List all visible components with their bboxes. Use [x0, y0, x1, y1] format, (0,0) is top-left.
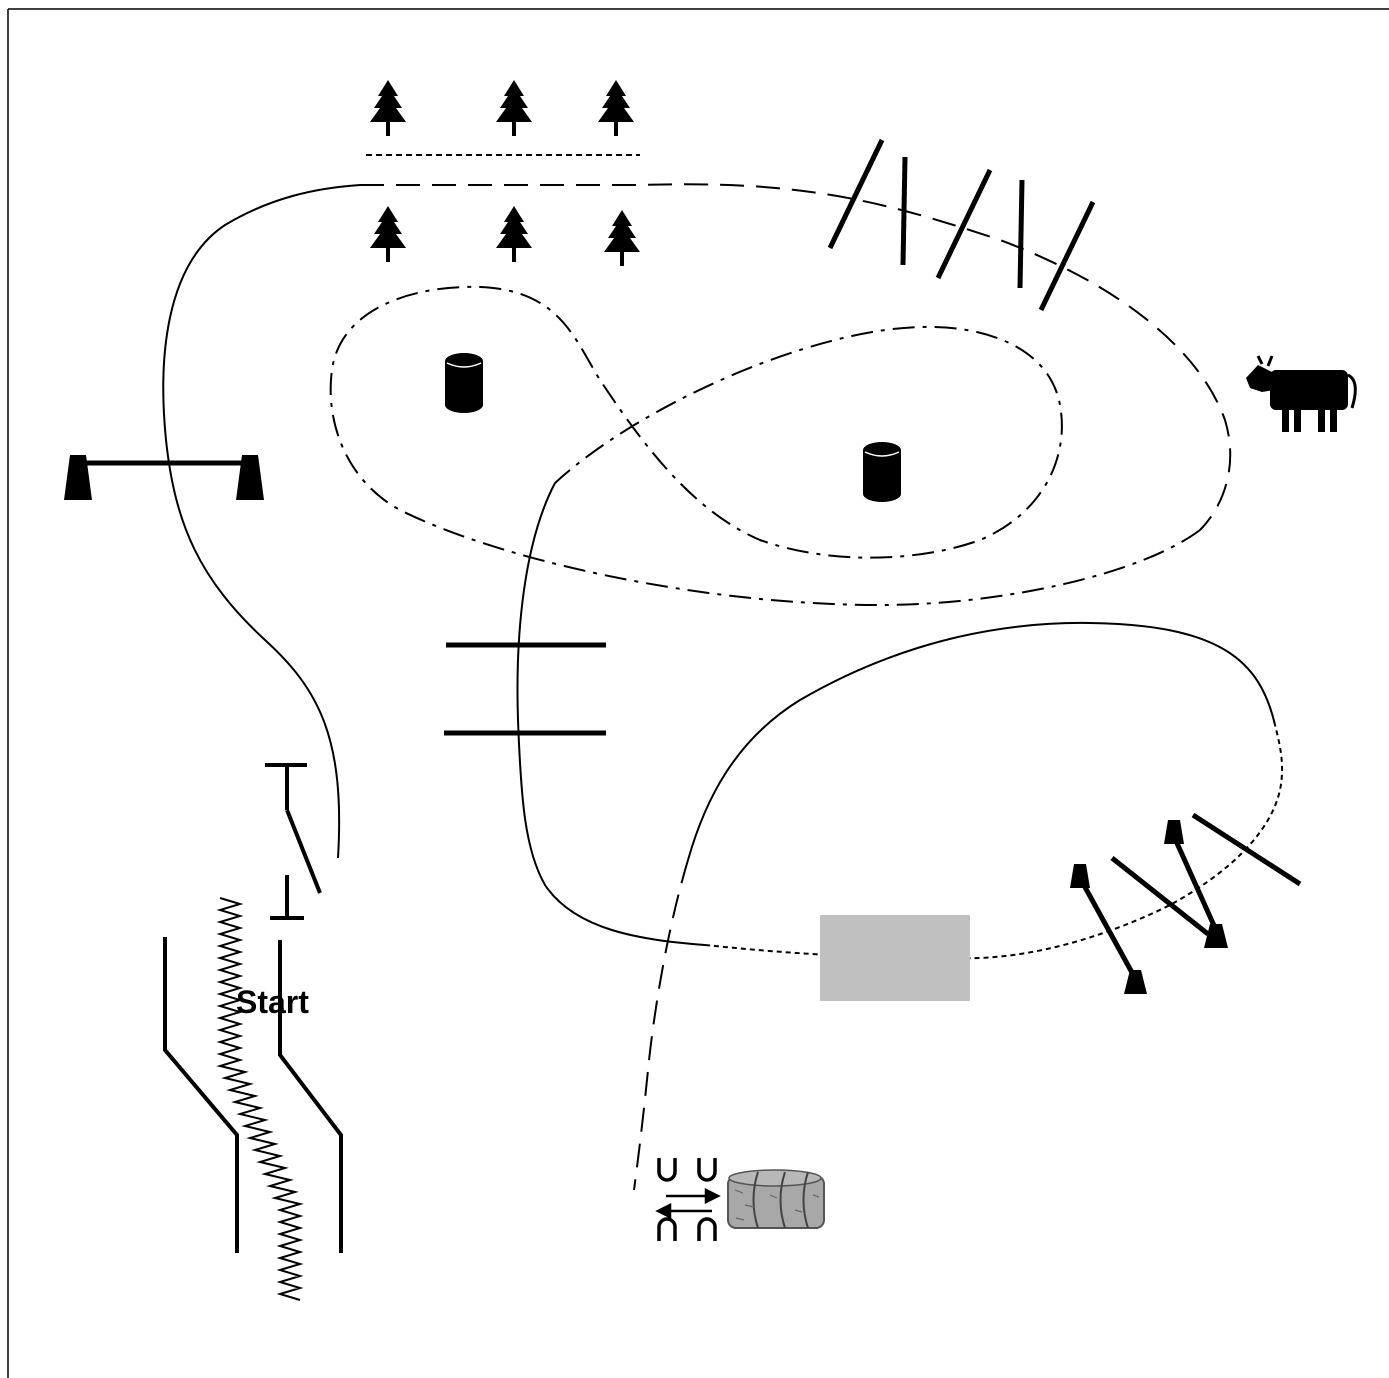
start-label: Start	[236, 984, 309, 1020]
tree-icon	[496, 206, 532, 262]
path-walk-poles-segment	[516, 482, 706, 946]
post-icon	[236, 455, 264, 500]
tree-icon	[370, 206, 406, 262]
chute-zigzag-path	[216, 897, 304, 1301]
post-icon	[64, 455, 92, 500]
horseshoe-icon	[657, 1217, 677, 1243]
path-finish-segment	[633, 859, 689, 1191]
barrels	[444, 352, 902, 503]
path-lope-loop	[329, 285, 1201, 607]
chute-left-rail	[163, 937, 239, 1253]
barrel-icon	[444, 352, 484, 414]
forest-path	[366, 80, 640, 266]
hay-icon	[727, 1169, 825, 1229]
path-trot-segment	[360, 183, 1232, 531]
entry-gate	[265, 763, 322, 920]
path-return-segment	[687, 621, 1276, 861]
arrow-icon	[655, 1187, 721, 1220]
tree-icon	[370, 80, 406, 136]
start-chute	[163, 897, 343, 1301]
zigzag-gate	[1070, 812, 1302, 994]
cone-icon	[1070, 864, 1090, 888]
cow-icon	[1246, 355, 1357, 432]
log-poles	[827, 138, 1096, 312]
horseshoe-icon	[657, 1156, 677, 1182]
tree-icon	[496, 80, 532, 136]
tree-icon	[598, 80, 634, 136]
hay-bale-and-horseshoes	[655, 1156, 825, 1243]
ground-poles	[444, 642, 606, 736]
course-paths	[162, 183, 1284, 1191]
horseshoe-icon	[697, 1156, 717, 1182]
post-rail-obstacle	[64, 455, 264, 500]
cone-icon	[1164, 820, 1184, 844]
cone-icon	[1124, 970, 1147, 994]
path-walk-segment	[162, 184, 361, 859]
barrel-icon	[862, 441, 902, 503]
box-icon	[820, 915, 970, 1001]
chute-right-rail	[278, 940, 343, 1253]
horseshoe-icon	[697, 1217, 717, 1243]
frame	[7, 8, 1389, 1378]
tree-icon	[604, 210, 640, 266]
cone-icon	[1204, 924, 1228, 948]
